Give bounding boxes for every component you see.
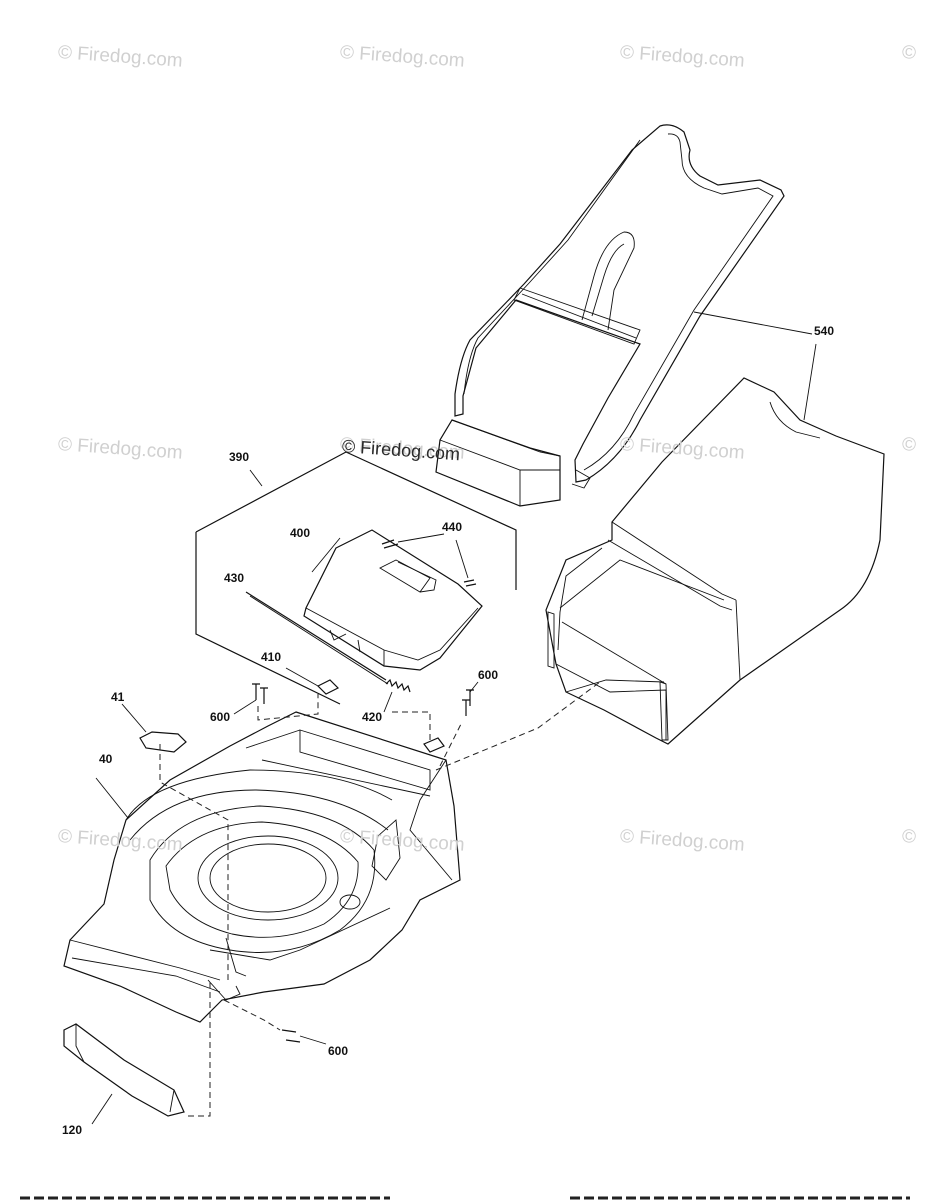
callout-390: 390	[229, 450, 250, 464]
hinge-rod	[245, 591, 389, 685]
callout-430: 430	[224, 571, 245, 585]
callout-400: 400	[290, 526, 311, 540]
grass-catcher-bag	[545, 377, 885, 745]
torsion-spring	[383, 678, 411, 713]
callout-600-left: 600	[210, 710, 231, 724]
assembly-dashed-lines	[159, 681, 601, 1117]
rear-flap	[63, 1023, 185, 1125]
watermark: ©	[901, 434, 917, 456]
screws-600	[233, 681, 479, 1045]
callout-540: 540	[814, 324, 835, 338]
callout-41: 41	[111, 690, 125, 704]
watermark: ©	[901, 42, 917, 64]
callout-120: 120	[62, 1123, 83, 1137]
callout-600-bottom: 600	[328, 1044, 349, 1058]
callout-440: 440	[442, 520, 463, 534]
discharge-door	[303, 529, 483, 671]
kit-390-outline	[195, 451, 517, 705]
deck-knob	[121, 703, 187, 753]
mower-deck	[63, 711, 461, 1023]
callout-40: 40	[99, 752, 113, 766]
callout-410: 410	[261, 650, 282, 664]
pins-440	[381, 533, 477, 587]
watermark: ©	[901, 826, 917, 848]
callout-420: 420	[362, 710, 383, 724]
hinge-bracket-410	[285, 667, 445, 753]
leader-540	[693, 311, 817, 421]
grass-catcher-frame	[435, 124, 785, 507]
callout-600-right: 600	[478, 668, 499, 682]
